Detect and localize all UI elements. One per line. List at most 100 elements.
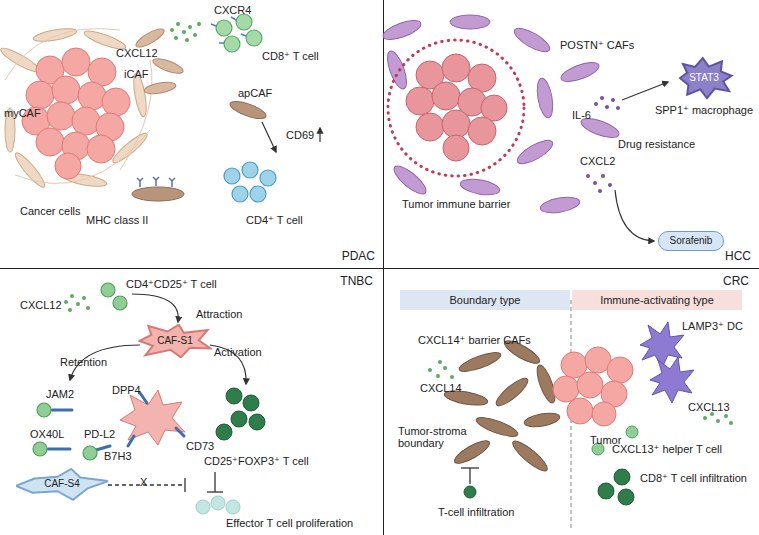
cd4-t-cell xyxy=(260,170,276,186)
text-label: CD8⁺ T cell infiltration xyxy=(640,472,747,484)
ligand-rod xyxy=(52,409,72,412)
node-label: PDAC xyxy=(342,250,375,262)
text-label: OX40L xyxy=(30,428,64,440)
receptor xyxy=(219,42,224,44)
chemokine-dot xyxy=(64,294,90,312)
mycaf-cell xyxy=(12,150,48,190)
ligand-rod xyxy=(176,428,184,436)
text-label: CXCL2 xyxy=(580,155,615,167)
cancer-cell xyxy=(468,117,496,145)
fiber-line xyxy=(120,60,152,170)
cd8-t-cell xyxy=(246,30,262,46)
macrophage-cell: STAT3SPP1⁺ macrophage xyxy=(674,56,734,100)
postn-caf xyxy=(535,77,556,119)
barrier-caf xyxy=(452,437,493,467)
postn-caf xyxy=(390,162,430,198)
inhibition xyxy=(214,472,215,492)
treg-cell xyxy=(231,411,247,427)
text-label: Effector T cell proliferation xyxy=(226,517,353,529)
arrow xyxy=(132,294,178,322)
chemokine-dot xyxy=(438,360,442,364)
text-label: T-cell infiltration xyxy=(438,506,514,518)
chemokine-dot xyxy=(64,300,68,304)
mhc-receptor xyxy=(137,178,143,187)
cancer-cell xyxy=(87,135,115,163)
cd4-t-cell xyxy=(232,186,248,202)
chemokine-dot xyxy=(193,33,197,37)
icaf-cell xyxy=(134,26,167,51)
text-label: Drug resistance xyxy=(618,138,695,150)
cxcl2-dot xyxy=(593,181,597,185)
effector-t-cell xyxy=(226,500,240,514)
barrier-caf xyxy=(443,337,560,475)
cd4-cd25-t-cell xyxy=(101,283,127,310)
postn-caf xyxy=(459,177,501,198)
treg-cell xyxy=(226,388,242,404)
mycaf-cell xyxy=(0,45,42,76)
cd4-t-cell xyxy=(224,168,240,184)
receptor xyxy=(211,17,246,43)
cd4-cd25-t-cell xyxy=(113,296,127,310)
ligand-rod xyxy=(48,448,70,451)
node-label: CAF-S1 xyxy=(138,324,212,358)
treg-cell xyxy=(216,424,232,440)
mhc-receptor xyxy=(137,177,175,187)
cxcl2-dot xyxy=(601,174,605,178)
chemokine-dot xyxy=(86,306,90,310)
barrier-caf xyxy=(509,437,550,474)
arrow xyxy=(319,128,320,142)
text-label: CXCL14 xyxy=(420,382,462,394)
node-heading: SPP1⁺ macrophage xyxy=(626,104,759,116)
caf-s1-cell xyxy=(120,390,185,445)
chemokine-dot xyxy=(68,308,72,312)
cancer-cell xyxy=(442,110,470,138)
inhibition xyxy=(469,468,470,484)
chemokine-dot xyxy=(436,374,440,378)
node-label: CAF-S4 xyxy=(16,466,108,502)
cancer-cell xyxy=(567,398,593,424)
cancer-cell xyxy=(607,357,633,383)
text-label: CD69 xyxy=(286,129,314,141)
text-label: CXCL13⁺ helper T cell xyxy=(612,443,722,455)
effector-t-cell xyxy=(196,500,210,514)
panel-divider xyxy=(383,0,384,535)
effector-t-cell xyxy=(196,496,240,514)
treg-cell xyxy=(216,388,265,440)
arrow xyxy=(262,122,320,152)
panel-divider xyxy=(0,268,759,269)
chemokine-dot xyxy=(703,416,707,420)
text-label: CD4⁺CD25⁺ T cell xyxy=(126,278,217,290)
t-cell xyxy=(33,442,47,456)
chemokine-dot xyxy=(70,294,74,298)
mhc-receptor xyxy=(169,178,175,187)
text-label: B7H3 xyxy=(104,450,132,462)
caf-s1-cell: CAF-S1 xyxy=(138,324,212,358)
cancer-cell xyxy=(26,81,54,109)
barrier-caf xyxy=(457,349,502,375)
mycaf-cell xyxy=(32,26,77,43)
icaf-cell xyxy=(134,26,185,96)
chemokine-dot xyxy=(443,366,447,370)
text-label: POSTN⁺ CAFs xyxy=(560,39,634,51)
apcaf-cell xyxy=(132,98,268,201)
text-label: IL-6 xyxy=(572,109,591,121)
cancer-cell xyxy=(592,402,616,426)
t-cell xyxy=(37,403,51,417)
receptor xyxy=(231,17,236,20)
chemokine-dot xyxy=(428,368,432,372)
text-label: MHC class II xyxy=(86,214,148,226)
chemokine-dot xyxy=(176,22,180,26)
inhibition xyxy=(108,472,223,492)
chemokine-dot xyxy=(82,296,86,300)
dendritic-cell xyxy=(650,357,694,403)
text-label: CXCL13 xyxy=(688,401,730,413)
cxcl2-dot xyxy=(586,174,590,178)
ligand-rod xyxy=(48,393,184,450)
cancer-cell xyxy=(416,113,444,141)
text-label: Tumor immune barrier xyxy=(402,198,510,210)
chemokine-dot xyxy=(170,28,174,32)
chemokine-dot xyxy=(174,36,178,40)
chemokine-dot xyxy=(450,375,454,379)
chemokine-dot xyxy=(724,414,728,418)
